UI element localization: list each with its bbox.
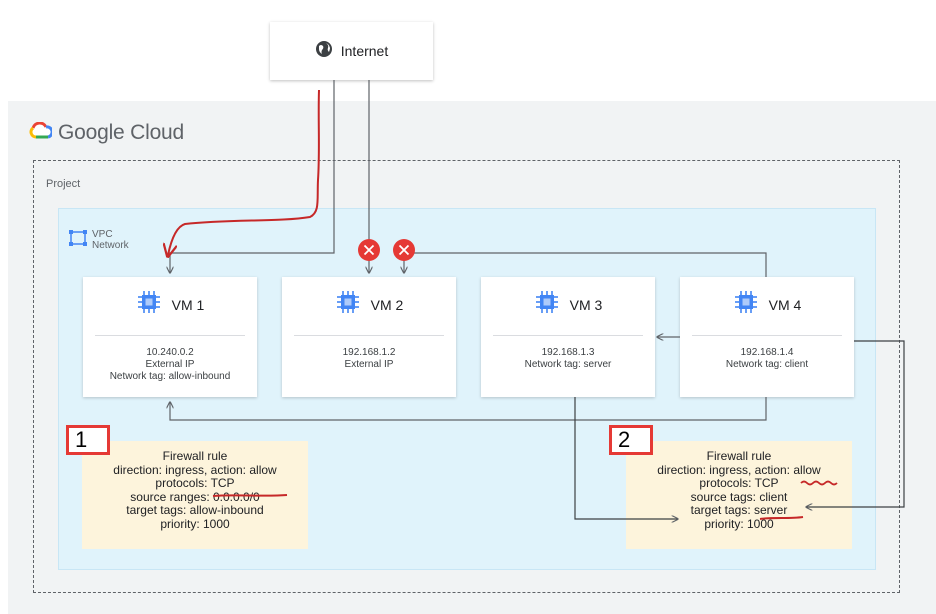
project-boundary [33, 160, 900, 593]
vm-card-1: VM 1 10.240.0.2 External IP Network tag:… [83, 277, 257, 397]
compute-chip-icon [335, 289, 361, 320]
blocked-x-icon [393, 239, 415, 261]
vm-network-tag: Network tag: client [725, 359, 809, 370]
annotation-red-arrow [168, 89, 320, 255]
globe-icon [315, 40, 333, 63]
compute-chip-icon [136, 289, 162, 320]
connector-internet-vm1 [170, 80, 335, 273]
vm-external-ip: External IP [344, 359, 394, 370]
vm-name: VM 4 [768, 296, 802, 313]
vpc-network-icon [68, 229, 88, 252]
vm-name: VM 3 [569, 296, 603, 313]
connector-vm4-vm1 [170, 397, 767, 421]
firewall-rule-target: target tags: allow-inbound [126, 503, 264, 518]
vm-card-2: VM 2 192.168.1.2 External IP [282, 277, 456, 397]
firewall-rule-priority: priority: 1000 [160, 516, 230, 531]
firewall-rule-direction: direction: ingress, action: allow [113, 462, 277, 477]
annotation-squiggle-allow [800, 480, 838, 486]
compute-chip-icon [534, 289, 560, 320]
vpc-label-line1: VPC [92, 229, 113, 240]
rule-number-badge-2: 2 [609, 425, 653, 455]
rule-number-badge-1: 1 [66, 425, 110, 455]
firewall-rule-protocols: protocols: TCP [155, 476, 235, 491]
vpc-label: VPC Network [68, 229, 142, 252]
firewall-rule-priority: priority: 1000 [704, 516, 774, 531]
firewall-rule-2: Firewall rule direction: ingress, action… [626, 441, 852, 549]
firewall-rule-title: Firewall rule [162, 449, 228, 463]
vm-ip: 192.168.1.2 [342, 347, 396, 358]
vm-name: VM 2 [370, 296, 404, 313]
vm-network-tag: Network tag: server [524, 359, 612, 370]
vm-name: VM 1 [171, 296, 205, 313]
vm-network-tag: Network tag: allow-inbound [109, 371, 231, 382]
vm-ip: 192.168.1.4 [740, 347, 794, 358]
connector-vm4-source-tags [806, 340, 905, 507]
firewall-rule-protocols: protocols: TCP [699, 476, 779, 491]
firewall-rule-direction: direction: ingress, action: allow [657, 462, 821, 477]
project-label: Project [46, 178, 81, 190]
blocked-x-icon [358, 239, 380, 261]
vm-ip: 192.168.1.3 [541, 347, 595, 358]
connector-vm3-target-tags [574, 397, 678, 519]
vm-external-ip: External IP [145, 359, 195, 370]
vm-ip: 10.240.0.2 [146, 347, 194, 358]
firewall-rule-source: source tags: client [690, 489, 788, 504]
vm-info: 192.168.1.4 Network tag: client [680, 347, 854, 371]
internet-node: Internet [270, 22, 433, 80]
vm-info: 10.240.0.2 External IP Network tag: allo… [83, 347, 257, 383]
annotation-underline-source-range [212, 494, 288, 497]
annotation-underline-client [759, 516, 804, 520]
divider [294, 335, 444, 336]
google-cloud-brand: Google Cloud [58, 121, 185, 144]
firewall-rule-target: target tags: server [690, 503, 788, 518]
internet-label: Internet [340, 43, 389, 59]
google-cloud-logo-icon [28, 121, 54, 145]
firewall-rule-source: source ranges: 0.0.0.0/0 [130, 489, 260, 504]
compute-chip-icon [733, 289, 759, 320]
divider [692, 335, 842, 336]
vpc-label-line2: Network [92, 240, 129, 251]
vm-info: 192.168.1.2 External IP [282, 347, 456, 371]
firewall-rule-title: Firewall rule [706, 449, 772, 463]
divider [493, 335, 643, 336]
google-cloud-logo: Google Cloud [28, 119, 184, 147]
divider [95, 335, 245, 336]
vm-card-3: VM 3 192.168.1.3 Network tag: server [481, 277, 655, 397]
vm-info: 192.168.1.3 Network tag: server [481, 347, 655, 371]
connector-vm4-vm2 [404, 252, 767, 277]
vm-card-4: VM 4 192.168.1.4 Network tag: client [680, 277, 854, 397]
